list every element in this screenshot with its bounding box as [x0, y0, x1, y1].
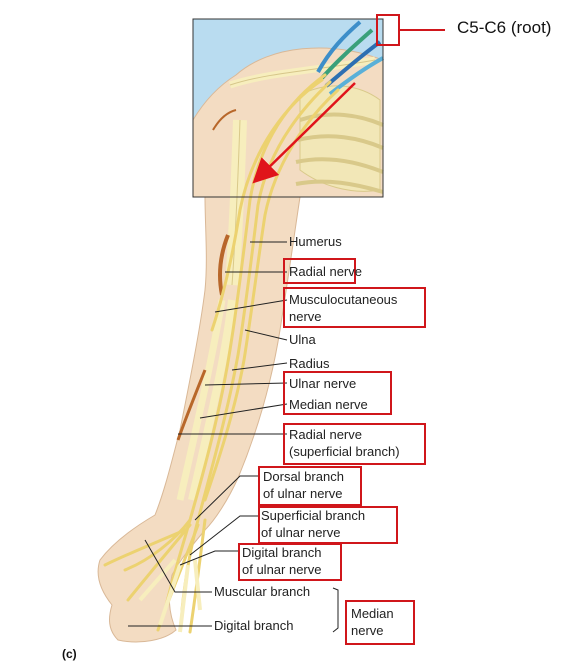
dorsal-branch-label-line2: of ulnar nerve	[263, 486, 343, 501]
rib-3	[295, 157, 384, 174]
superficial-branch-label-line2: of ulnar nerve	[261, 525, 341, 540]
digital-branch-ulnar-box	[238, 543, 342, 581]
digital-branch-ulnar-label-line1: Digital branch	[242, 545, 322, 560]
ulnar-median-box	[283, 371, 392, 415]
radial-superficial-label-line1: Radial nerve	[289, 427, 362, 442]
leader-lines	[128, 241, 339, 633]
musculocutaneous-label-line1: Musculocutaneous	[289, 292, 398, 307]
radial-superficial-box	[283, 423, 426, 465]
shoulder-inset-frame	[192, 18, 384, 198]
root-to-nerve-arrow	[252, 82, 356, 184]
musculocutaneous-label-line2: nerve	[289, 309, 322, 324]
digital-branch-label: Digital branch	[214, 618, 294, 633]
ulnar-nerve-label: Ulnar nerve	[289, 376, 357, 391]
median-group-box	[345, 600, 415, 645]
rib-1	[299, 112, 384, 127]
root-c8	[328, 56, 384, 96]
muscular-branch-label: Muscular branch	[214, 584, 311, 599]
radius-label: Radius	[289, 356, 330, 371]
dorsal-branch-box	[258, 466, 362, 506]
ulna-bone	[188, 299, 236, 501]
digital-branch-ulnar-label-line2: of ulnar nerve	[242, 562, 322, 577]
deep-artery	[218, 234, 230, 296]
root-c6	[320, 28, 374, 80]
humerus-label: Humerus	[289, 234, 342, 249]
radial-nerve-label: Radial nerve	[289, 264, 362, 279]
radial-nerve-box	[283, 258, 356, 284]
radial-superficial-label-line2: (superficial branch)	[289, 444, 400, 459]
median-group-label-line2: nerve	[351, 623, 384, 638]
dorsal-branch-label-line1: Dorsal branch	[263, 469, 344, 484]
humerus-outline	[231, 119, 241, 286]
rib-4	[295, 179, 384, 194]
ulna-label: Ulna	[289, 332, 316, 347]
rib-2	[297, 134, 384, 150]
root-label: C5-C6 (root)	[457, 18, 552, 37]
median-nerve-label: Median nerve	[289, 397, 368, 412]
median-group-label-line1: Median	[351, 606, 394, 621]
root-highlight-box	[376, 14, 400, 46]
musculocutaneous-box	[283, 287, 426, 328]
hand-bones	[138, 558, 202, 633]
panel-label: (c)	[62, 647, 77, 661]
nerve-bundle	[103, 73, 340, 634]
root-c5	[316, 20, 362, 73]
radius-bone	[176, 299, 226, 501]
shoulder-vessel	[212, 109, 237, 131]
superficial-branch-label-line1: Superficial branch	[261, 508, 366, 523]
